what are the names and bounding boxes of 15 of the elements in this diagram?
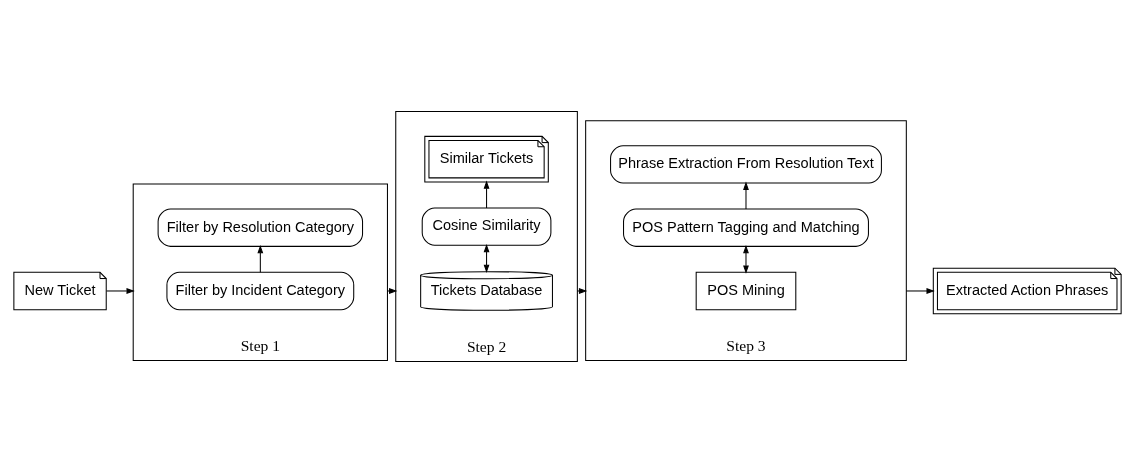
arrow	[483, 179, 490, 208]
arrow	[483, 243, 490, 273]
arrow	[743, 244, 749, 274]
arrow	[576, 287, 588, 294]
node-box: POS Mining	[695, 271, 797, 310]
node-box: Phrase Extraction From Resolution Text	[610, 144, 882, 184]
node-box: Filter by Incident Category	[166, 271, 355, 310]
arrow	[905, 287, 935, 294]
arrow	[106, 287, 135, 294]
node-box: Filter by Resolution Category	[157, 208, 364, 247]
arrow	[743, 181, 749, 209]
node-box: POS Pattern Tagging and Matching	[623, 208, 869, 247]
arrow	[386, 287, 398, 294]
arrow	[257, 244, 264, 273]
node-box: Cosine Similarity	[421, 206, 552, 246]
